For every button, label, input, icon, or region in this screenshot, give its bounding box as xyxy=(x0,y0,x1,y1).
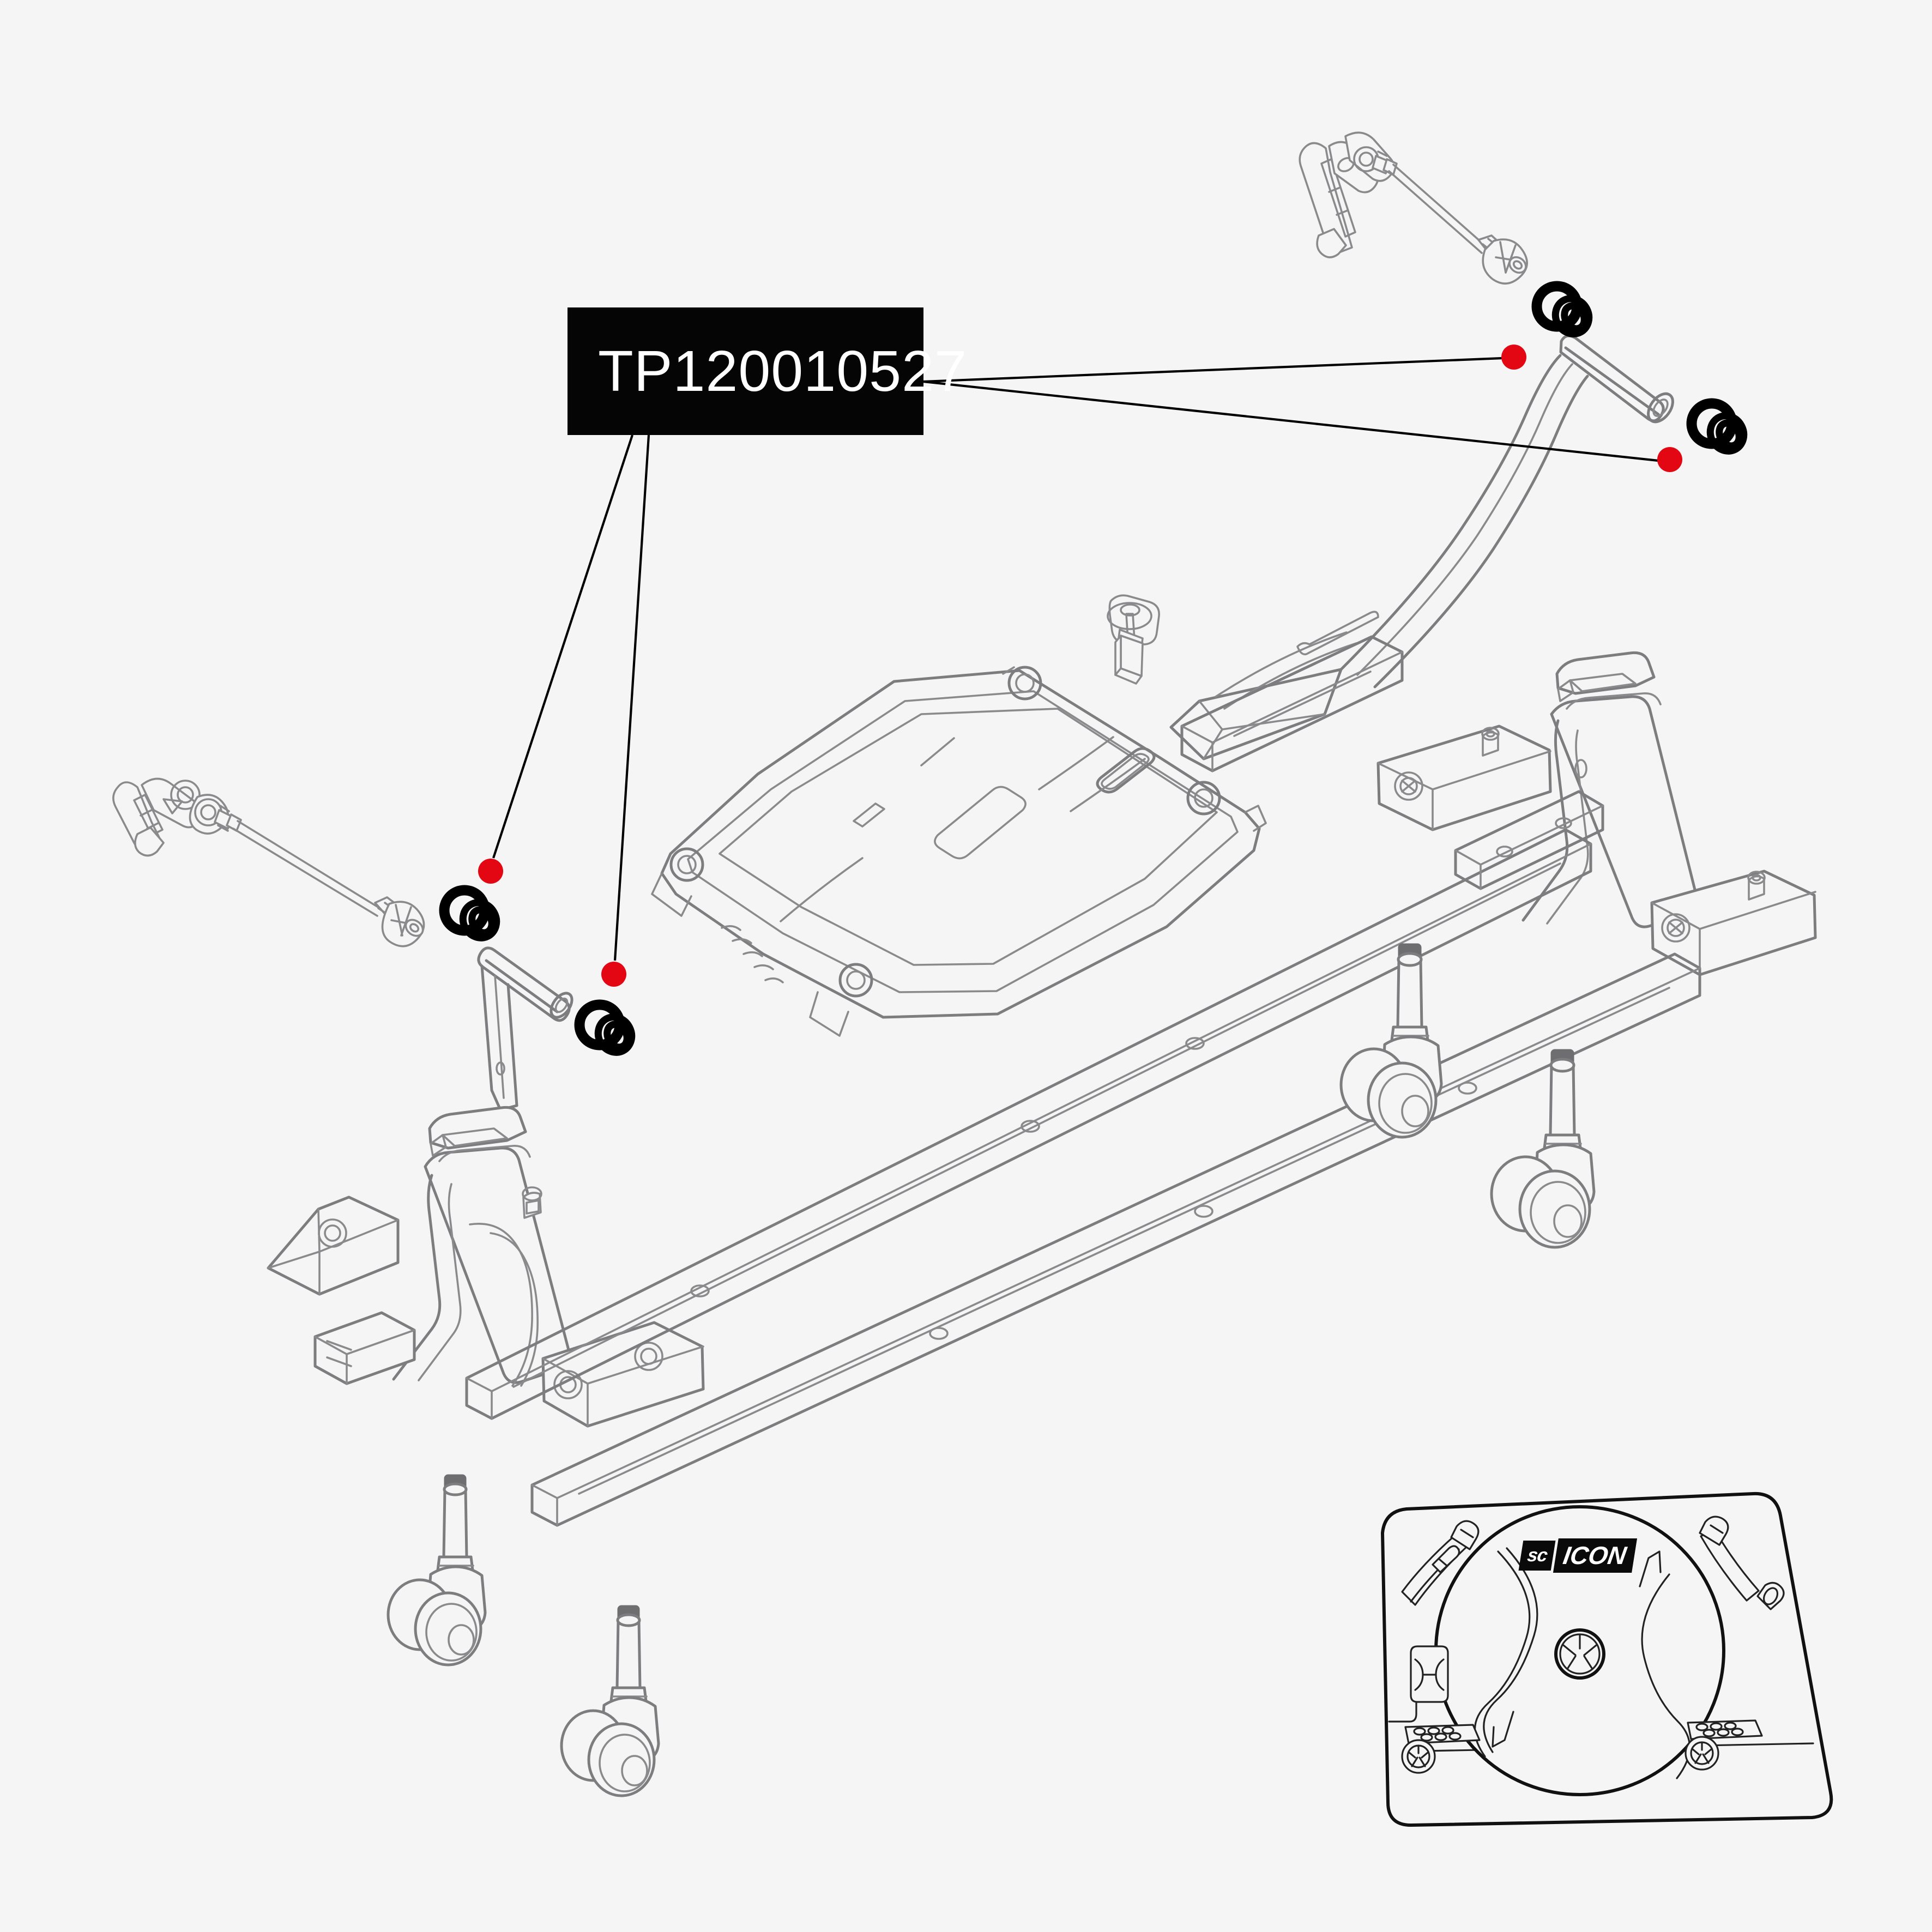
leader-2 xyxy=(923,380,1659,462)
callout-leader-lines xyxy=(492,357,1659,961)
marker-lower-left-top[interactable] xyxy=(478,859,503,884)
part-quick-release-skewer-left xyxy=(112,777,425,947)
part-swivel-caster-wheel xyxy=(1339,943,1443,1139)
logo-icon-mark: ICON xyxy=(1553,1538,1637,1573)
part-long-square-rail-front xyxy=(465,828,1592,1420)
highlighted-bushing-4 xyxy=(574,999,636,1056)
part-short-square-rail-left xyxy=(1454,790,1604,890)
part-number-label[interactable]: TP120010527 xyxy=(567,307,967,435)
leader-3 xyxy=(492,434,633,859)
leader-4 xyxy=(613,434,650,961)
product-inset-bike-case xyxy=(1381,1492,1833,1827)
part-thumbscrew-clip xyxy=(1107,594,1160,685)
marker-upper-right-top[interactable] xyxy=(1501,345,1526,370)
marker-lower-left-bottom[interactable] xyxy=(601,962,626,987)
part-quick-release-skewer-right xyxy=(1299,131,1528,285)
scicon-logo: sc ICON xyxy=(1518,1538,1637,1573)
part-molded-bike-tray xyxy=(651,666,1267,1037)
highlighted-bushing-1 xyxy=(1531,281,1593,337)
callout-markers xyxy=(478,345,1682,987)
part-support-leg-left xyxy=(267,1106,705,1428)
part-swivel-caster-wheel xyxy=(560,1605,660,1797)
part-support-leg-right xyxy=(1376,651,1817,976)
highlighted-bushing-3 xyxy=(439,885,500,941)
part-short-square-rail xyxy=(1180,611,1404,772)
part-number-text: TP120010527 xyxy=(598,339,968,403)
part-swivel-caster-wheel xyxy=(1490,1049,1596,1249)
highlighted-bushing-2 xyxy=(1686,398,1748,455)
part-fork-mount-arm-right xyxy=(1169,334,1674,760)
part-long-square-rail-rear xyxy=(530,952,1701,1527)
leader-1 xyxy=(923,357,1503,383)
marker-upper-right-bottom[interactable] xyxy=(1657,447,1682,472)
logo-sc-mark: sc xyxy=(1518,1541,1556,1571)
part-swivel-caster-wheel xyxy=(387,1474,487,1667)
